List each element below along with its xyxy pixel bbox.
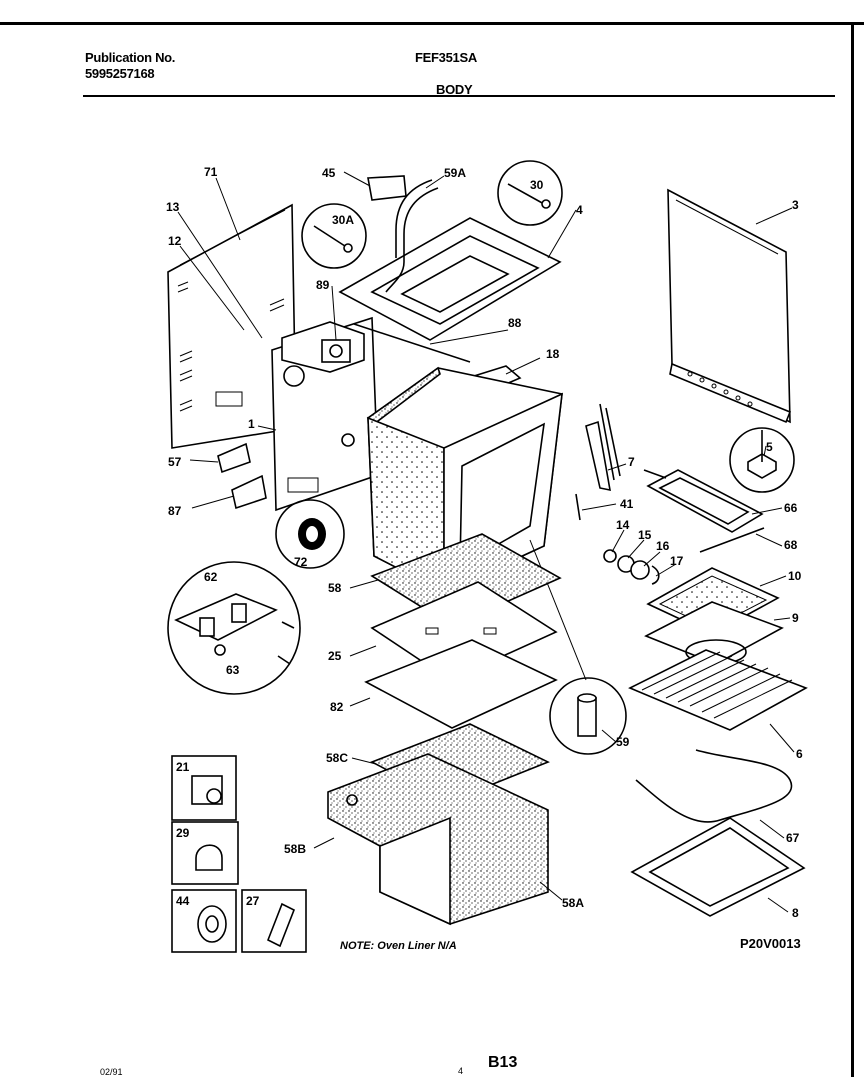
inset-box-27 — [241, 889, 307, 953]
publication-number: 5995257168 — [85, 66, 155, 81]
broiler-pan-9 — [644, 601, 784, 665]
broil-element-66 — [643, 469, 764, 533]
callout-45: 45 — [322, 166, 336, 180]
leader-lines — [177, 171, 795, 913]
callout-41: 41 — [620, 497, 634, 511]
inset-knob-72 — [275, 499, 345, 569]
page-number: B13 — [488, 1054, 518, 1071]
bracket-45 — [367, 175, 407, 201]
callout-4: 4 — [576, 203, 583, 217]
callout-10: 10 — [788, 569, 802, 583]
bracket-57 — [217, 442, 251, 474]
callout-82: 82 — [330, 700, 344, 714]
oven-body — [366, 366, 563, 594]
callout-7: 7 — [628, 455, 635, 469]
callout-13: 13 — [166, 200, 180, 214]
callout-58A: 58A — [562, 896, 584, 910]
callout-14: 14 — [616, 518, 630, 532]
inset-59 — [549, 677, 627, 755]
callout-25: 25 — [328, 649, 342, 663]
callout-71: 71 — [204, 165, 218, 179]
callout-15: 15 — [638, 528, 652, 542]
callout-30: 30 — [530, 178, 544, 192]
callout-62: 62 — [204, 570, 218, 584]
inset-label-44: 44 — [176, 894, 190, 908]
callout-88: 88 — [508, 316, 522, 330]
callout-57: 57 — [168, 455, 182, 469]
dot-stub: 4 — [458, 1066, 464, 1076]
callout-3: 3 — [792, 198, 799, 212]
inset-62-63 — [167, 561, 301, 695]
callout-58C: 58C — [326, 751, 348, 765]
inset-30 — [497, 160, 563, 226]
callout-58: 58 — [328, 581, 342, 595]
plate-82 — [364, 639, 558, 729]
inset-box-29 — [171, 821, 239, 885]
callout-66: 66 — [784, 501, 798, 515]
callout-30A: 30A — [332, 213, 354, 227]
callout-12: 12 — [168, 234, 182, 248]
callout-63: 63 — [226, 663, 240, 677]
callout-8: 8 — [792, 906, 799, 920]
callout-16: 16 — [656, 539, 670, 553]
callout-59A: 59A — [444, 166, 466, 180]
frame-right-border — [851, 22, 854, 1077]
inset-label-27: 27 — [246, 894, 260, 908]
callout-89: 89 — [316, 278, 330, 292]
burner-element-7 — [585, 403, 621, 492]
bake-pan-8 — [630, 817, 806, 917]
callout-17: 17 — [670, 554, 684, 568]
inset-box-21 — [171, 755, 237, 821]
oven-rack-6 — [628, 649, 808, 731]
callout-59: 59 — [616, 735, 630, 749]
callout-67: 67 — [786, 831, 800, 845]
callout-1: 1 — [248, 417, 255, 431]
inset-box-44 — [171, 889, 237, 953]
inset-leveling-leg — [729, 427, 795, 493]
callout-9: 9 — [792, 611, 799, 625]
callout-72: 72 — [294, 555, 308, 569]
callout-5: 5 — [766, 440, 773, 454]
gas-tube — [385, 179, 439, 293]
inset-label-29: 29 — [176, 826, 190, 840]
callout-58B: 58B — [284, 842, 306, 856]
side-panel — [667, 188, 792, 424]
callout-87: 87 — [168, 504, 182, 518]
inset-59-leader — [529, 539, 587, 681]
frame-top-border — [0, 22, 864, 25]
bracket-89 — [321, 339, 351, 363]
header-rule — [83, 95, 835, 97]
callout-18: 18 — [546, 347, 560, 361]
drawing-code: P20V0013 — [740, 936, 801, 951]
top-frame — [338, 217, 562, 341]
section-title: BODY — [436, 82, 473, 97]
callout-6: 6 — [796, 747, 803, 761]
callout-labels: 71 45 59A 30 4 3 13 12 30A 89 88 18 1 57… — [166, 165, 803, 920]
part-41 — [575, 493, 581, 521]
inset-label-21: 21 — [176, 760, 190, 774]
rail-88 — [353, 323, 471, 363]
model-number: FEF351SA — [415, 50, 477, 65]
publication-label: Publication No. — [85, 50, 176, 65]
rod-68 — [699, 527, 765, 553]
bake-element-67 — [635, 749, 793, 823]
date-stub: 02/91 — [100, 1067, 123, 1077]
inset-30A — [301, 203, 367, 269]
note-text: NOTE: Oven Liner N/A — [340, 940, 457, 952]
bracket-87 — [231, 474, 267, 510]
valve-assembly — [603, 549, 660, 585]
callout-68: 68 — [784, 538, 798, 552]
insulation-58B-58A — [327, 753, 549, 926]
